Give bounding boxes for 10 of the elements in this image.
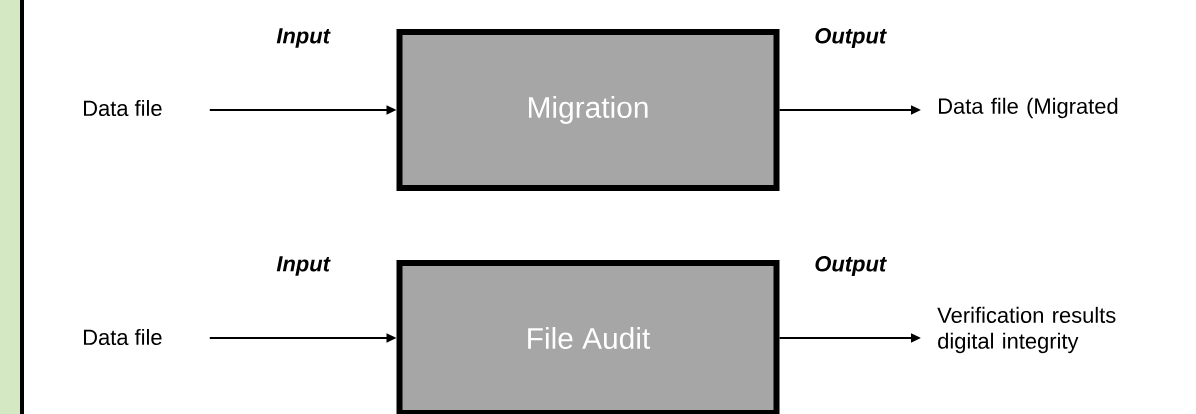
text-label: Data file (Migrated bbox=[939, 97, 1118, 119]
edge-label: Output bbox=[815, 256, 887, 276]
text-label: Data file bbox=[84, 99, 162, 117]
text-label: Verification results digital integrity bbox=[937, 306, 1116, 354]
edge-label: Input bbox=[276, 256, 331, 276]
process-box: Migration bbox=[396, 29, 780, 191]
edge-label: Input bbox=[276, 28, 331, 48]
text-label: Data file bbox=[84, 328, 162, 346]
process-box: File Audit bbox=[396, 260, 780, 414]
edge-label: Output bbox=[815, 28, 887, 48]
